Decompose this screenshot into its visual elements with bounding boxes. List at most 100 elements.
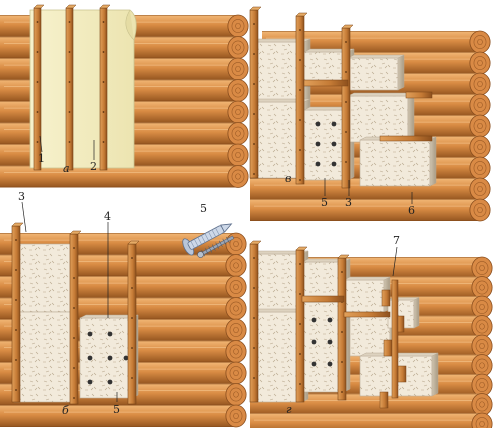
nail — [131, 317, 133, 319]
log-end — [471, 276, 493, 299]
slab-top — [347, 92, 415, 97]
dowel-head — [327, 317, 333, 323]
nail — [102, 81, 105, 83]
nail — [299, 323, 301, 325]
dowel-head — [331, 141, 337, 147]
panel-a-membrane — [0, 4, 249, 188]
log-ring — [479, 362, 485, 369]
log-ring — [477, 122, 483, 130]
batten — [337, 257, 347, 401]
crossbar — [303, 79, 349, 87]
callout-3-b: 3 — [18, 190, 25, 203]
slab-top — [343, 276, 391, 281]
dowel-head — [311, 361, 317, 367]
membrane-curl — [125, 9, 135, 41]
nail — [131, 287, 133, 289]
log-end — [227, 122, 249, 145]
nail — [36, 111, 39, 113]
nail — [299, 179, 301, 181]
log-end — [225, 254, 247, 277]
log-body — [250, 199, 480, 221]
slab-top — [347, 54, 405, 59]
log-end — [225, 361, 247, 385]
batten — [249, 9, 259, 179]
slab-edge — [407, 92, 415, 143]
nail — [253, 53, 255, 55]
log-ring — [475, 319, 489, 334]
membrane-sheet — [29, 9, 137, 169]
log-end — [469, 114, 491, 138]
nail — [253, 113, 255, 115]
nail — [36, 21, 39, 23]
nail — [341, 361, 343, 363]
spacer-block — [381, 289, 391, 307]
log-end — [471, 393, 493, 416]
nail — [341, 331, 343, 333]
log-ring — [231, 126, 245, 141]
log-ring — [473, 77, 487, 91]
log-end — [469, 177, 491, 201]
log-ring — [231, 62, 245, 76]
log-end — [469, 51, 491, 75]
log-ring — [479, 420, 485, 428]
nail — [15, 269, 17, 271]
batten — [65, 7, 74, 171]
log-ring — [477, 38, 483, 46]
insulation-slab — [303, 51, 349, 83]
nail — [36, 51, 39, 53]
log-ring — [231, 40, 245, 55]
log-end — [471, 354, 493, 377]
dowel-head — [315, 141, 321, 147]
log-ring — [479, 303, 485, 311]
log-end — [225, 383, 247, 406]
dowel-head — [107, 379, 113, 385]
nail — [299, 149, 301, 151]
log-ring — [473, 56, 487, 70]
log-ring — [229, 366, 243, 380]
insulation-slab — [343, 279, 385, 313]
log-ring — [473, 182, 487, 196]
log-end — [225, 404, 247, 428]
crossbar — [301, 295, 345, 303]
nail — [345, 41, 347, 43]
dowel-head — [331, 121, 337, 127]
log-ring — [475, 378, 489, 392]
crossbar — [405, 91, 433, 99]
log-ring — [473, 140, 487, 154]
log-ring — [475, 261, 489, 275]
nail — [73, 367, 75, 369]
nail — [73, 277, 75, 279]
log-ring — [233, 348, 239, 355]
log-ring — [473, 98, 487, 112]
nail — [253, 287, 255, 289]
nail — [131, 377, 133, 379]
log-ring — [233, 305, 239, 312]
nail — [102, 51, 105, 53]
nail — [345, 131, 347, 133]
log-ring — [231, 105, 245, 119]
log-ring — [229, 258, 243, 273]
log-body — [0, 165, 238, 188]
log-end — [469, 156, 491, 180]
log-end — [471, 256, 493, 280]
batten — [99, 7, 108, 171]
insulation-slab — [251, 101, 305, 179]
log-end — [225, 275, 247, 299]
nail — [345, 161, 347, 163]
batten — [33, 7, 42, 171]
panel-letter-g: г — [286, 403, 292, 416]
dowel-head — [315, 161, 321, 167]
batten-top — [65, 4, 77, 9]
panel-letter-v: в — [285, 172, 291, 185]
nail — [299, 89, 301, 91]
spacer-block — [379, 391, 389, 409]
slab-top — [359, 352, 439, 357]
callout-7: 7 — [393, 234, 400, 247]
slab-edge — [397, 54, 405, 91]
batten-top — [337, 254, 350, 259]
batten-top — [249, 6, 262, 11]
batten-top — [249, 240, 262, 245]
callout-3-v: 3 — [345, 196, 352, 209]
nail — [253, 23, 255, 25]
